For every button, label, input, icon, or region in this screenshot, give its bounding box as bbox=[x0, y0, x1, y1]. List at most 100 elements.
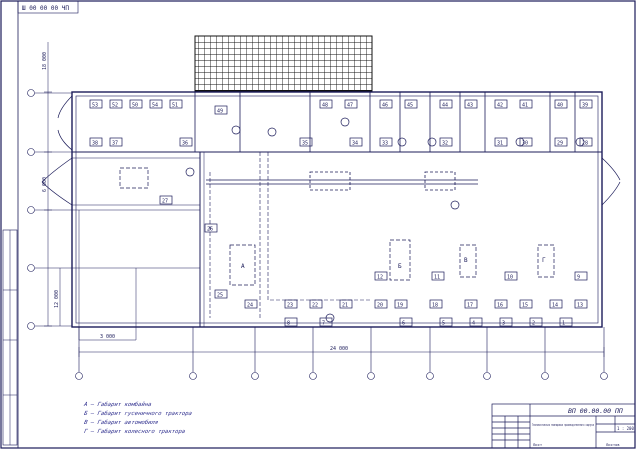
zone-c: В bbox=[464, 257, 468, 264]
sheet-footer-right: Листов bbox=[606, 442, 620, 447]
equipment-box bbox=[169, 99, 183, 109]
equipment-number: 29 bbox=[557, 141, 563, 147]
equipment-number: 11 bbox=[434, 275, 440, 281]
equipment-box bbox=[529, 317, 543, 327]
equipment-number: 5 bbox=[442, 321, 445, 327]
equipment-box bbox=[89, 99, 103, 109]
equipment-box bbox=[109, 99, 123, 109]
equipment-box bbox=[554, 137, 568, 147]
machine-symbol bbox=[325, 313, 335, 323]
equipment-box bbox=[244, 299, 258, 309]
equipment-box bbox=[299, 137, 313, 147]
equipment-number: 17 bbox=[467, 303, 473, 309]
zone-a: А bbox=[241, 263, 245, 270]
equipment-box bbox=[439, 317, 453, 327]
equipment-box bbox=[579, 137, 593, 147]
equipment-box bbox=[439, 99, 453, 109]
equipment-box bbox=[284, 317, 298, 327]
equipment-number: 9 bbox=[577, 275, 580, 281]
equipment-box bbox=[574, 299, 588, 309]
sheet-scale: 1 : 200 bbox=[617, 426, 634, 431]
machine-symbol bbox=[450, 200, 460, 210]
equipment-number: 36 bbox=[182, 141, 188, 147]
equipment-box bbox=[374, 271, 388, 281]
equipment-number: 18 bbox=[432, 303, 438, 309]
equipment-number: 44 bbox=[442, 103, 448, 109]
dim-overall: 24 000 bbox=[330, 346, 348, 352]
equipment-box bbox=[179, 137, 193, 147]
equipment-number: 21 bbox=[342, 303, 348, 309]
equipment-number: 24 bbox=[247, 303, 253, 309]
machine-symbol bbox=[267, 127, 277, 137]
equipment-number: 7 bbox=[322, 321, 325, 327]
equipment-number: 43 bbox=[467, 103, 473, 109]
equipment-box bbox=[554, 99, 568, 109]
equipment-box bbox=[494, 137, 508, 147]
sheet-footer-left: Лист bbox=[533, 442, 542, 447]
equipment-number: 46 bbox=[382, 103, 388, 109]
equipment-number: 6 bbox=[402, 321, 405, 327]
equipment-box bbox=[129, 99, 143, 109]
equipment-number: 47 bbox=[347, 103, 353, 109]
equipment-box bbox=[464, 299, 478, 309]
gate-swings bbox=[41, 95, 621, 206]
equipment-number: 53 bbox=[92, 103, 98, 109]
equipment-box bbox=[431, 271, 445, 281]
dim-left-bay: 12 000 bbox=[54, 290, 60, 308]
equipment-box bbox=[394, 299, 408, 309]
equipment-box bbox=[149, 99, 163, 109]
equipment-box bbox=[549, 299, 563, 309]
equipment-box bbox=[494, 299, 508, 309]
equipment-number: 38 bbox=[92, 141, 98, 147]
axis-columns bbox=[75, 327, 608, 380]
equipment-number: 16 bbox=[497, 303, 503, 309]
equipment-box bbox=[429, 299, 443, 309]
equipment-box bbox=[344, 99, 358, 109]
equipment-number: 37 bbox=[112, 141, 118, 147]
title-block bbox=[491, 403, 636, 449]
machine-symbol bbox=[515, 137, 525, 147]
equipment-number: 19 bbox=[397, 303, 403, 309]
equipment-box bbox=[204, 223, 218, 233]
inner-frame bbox=[17, 0, 636, 449]
title-note: Технологическая планировка производствен… bbox=[532, 423, 594, 427]
equipment-box bbox=[89, 137, 103, 147]
top-stamp bbox=[17, 0, 79, 14]
equipment-number: 1 bbox=[562, 321, 565, 327]
equipment-box bbox=[494, 99, 508, 109]
equipment-box bbox=[399, 317, 413, 327]
equipment-box bbox=[519, 137, 533, 147]
equipment-number: 51 bbox=[172, 103, 178, 109]
equipment-box bbox=[519, 99, 533, 109]
equipment-number: 22 bbox=[312, 303, 318, 309]
equipment-number: 30 bbox=[522, 141, 528, 147]
dim-bay: 3 000 bbox=[100, 334, 115, 340]
building-outline bbox=[71, 91, 603, 328]
equipment-number: 35 bbox=[302, 141, 308, 147]
equipment-box bbox=[379, 137, 393, 147]
equipment-number: 48 bbox=[322, 103, 328, 109]
machine-symbol bbox=[427, 137, 437, 147]
zone-b: Б bbox=[398, 263, 402, 270]
equipment-number: 33 bbox=[382, 141, 388, 147]
service-lines bbox=[209, 152, 370, 318]
dim-left-height: 18 000 bbox=[42, 52, 48, 70]
equipment-box bbox=[159, 195, 173, 205]
canopy-grid bbox=[194, 35, 373, 92]
equipment-box bbox=[319, 99, 333, 109]
equipment-number: 4 bbox=[472, 321, 475, 327]
machine-symbol bbox=[340, 117, 350, 127]
dimension-lines bbox=[44, 42, 605, 357]
equipment-box bbox=[439, 137, 453, 147]
equipment-number: 28 bbox=[582, 141, 588, 147]
equipment-box bbox=[214, 105, 228, 115]
equipment-box bbox=[379, 99, 393, 109]
equipment-number: 42 bbox=[497, 103, 503, 109]
equipment-number: 40 bbox=[557, 103, 563, 109]
equipment-number: 3 bbox=[502, 321, 505, 327]
machine-symbol bbox=[575, 137, 585, 147]
doc-code: ВП 00.00.00 ПП bbox=[568, 407, 623, 415]
vehicle-outlines bbox=[119, 167, 555, 286]
equipment-box bbox=[349, 137, 363, 147]
